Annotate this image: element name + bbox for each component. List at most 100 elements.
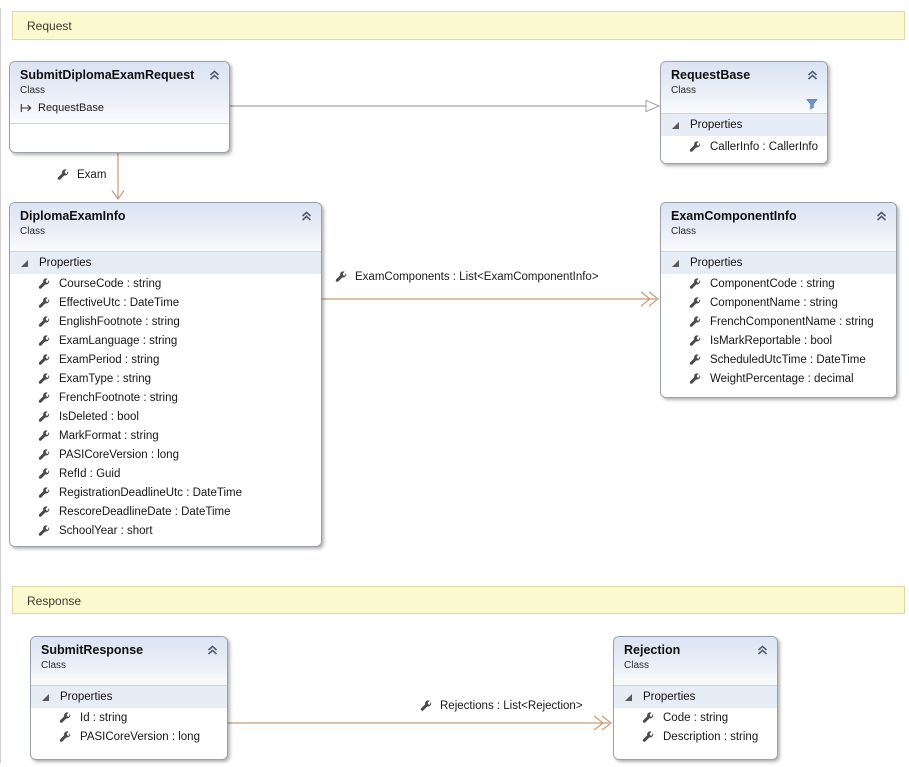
property-row[interactable]: PASICoreVersion : long	[10, 445, 321, 464]
property-row[interactable]: Code : string	[614, 708, 777, 727]
wrench-icon	[38, 297, 50, 309]
property-label: ExamLanguage : string	[59, 334, 178, 347]
property-row[interactable]: FrenchComponentName : string	[661, 312, 896, 331]
property-row[interactable]: SchoolYear : short	[10, 521, 321, 540]
properties-section-header[interactable]: Properties	[10, 252, 321, 274]
property-row[interactable]: ExamLanguage : string	[10, 331, 321, 350]
property-row[interactable]: RefId : Guid	[10, 464, 321, 483]
properties-section-header[interactable]: Properties	[614, 686, 777, 708]
property-label: SchoolYear : short	[59, 524, 153, 537]
property-row[interactable]: CallerInfo : CallerInfo	[661, 136, 827, 157]
collapse-chevron-icon[interactable]	[208, 69, 221, 81]
base-type-row[interactable]: RequestBase	[20, 102, 221, 114]
class-kind: Class	[41, 660, 67, 671]
wrench-icon	[38, 335, 50, 347]
class-title: RequestBase	[671, 68, 751, 82]
properties-section-header[interactable]: Properties	[31, 686, 227, 708]
property-label: ExamPeriod : string	[59, 353, 160, 366]
class-kind: Class	[20, 85, 46, 96]
expander-icon[interactable]	[624, 693, 633, 702]
property-row[interactable]: EnglishFootnote : string	[10, 312, 321, 331]
property-label: ExamType : string	[59, 372, 152, 385]
diagram-left-edge	[0, 8, 1, 763]
class-body: Properties Code : string Description : s…	[614, 685, 777, 759]
association-label-text: ExamComponents : List<ExamComponentInfo>	[355, 271, 599, 283]
class-submitdiplomaexamrequest[interactable]: SubmitDiplomaExamRequest Class RequestBa…	[9, 61, 230, 153]
property-row[interactable]: ComponentCode : string	[661, 274, 896, 293]
expander-icon[interactable]	[20, 259, 29, 268]
group-band-response[interactable]: Response	[12, 586, 905, 614]
class-examcomponentinfo[interactable]: ExamComponentInfo Class Properties Compo…	[660, 202, 897, 398]
property-row[interactable]: IsDeleted : bool	[10, 407, 321, 426]
filter-icon[interactable]	[806, 98, 818, 110]
collapse-chevron-icon[interactable]	[875, 210, 888, 222]
property-row[interactable]: Description : string	[614, 727, 777, 746]
collapse-chevron-icon[interactable]	[300, 210, 313, 222]
property-row[interactable]: ScheduledUtcTime : DateTime	[661, 350, 896, 369]
properties-section-header[interactable]: Properties	[661, 114, 827, 136]
class-diplomaexaminfo[interactable]: DiplomaExamInfo Class Properties CourseC…	[9, 202, 322, 547]
class-kind: Class	[671, 226, 697, 237]
property-label: ComponentName : string	[710, 296, 838, 309]
group-label: Response	[27, 594, 82, 608]
wrench-icon	[38, 411, 50, 423]
wrench-icon	[38, 392, 50, 404]
class-requestbase[interactable]: RequestBase Class Properties CallerInfo …	[660, 61, 828, 164]
property-row[interactable]: FrenchFootnote : string	[10, 388, 321, 407]
property-label: Code : string	[663, 711, 729, 724]
property-label: FrenchFootnote : string	[59, 391, 178, 404]
class-title: Rejection	[624, 643, 681, 657]
wrench-icon	[38, 373, 50, 385]
class-title: SubmitResponse	[41, 643, 144, 657]
property-row[interactable]: EffectiveUtc : DateTime	[10, 293, 321, 312]
property-label: IsMarkReportable : bool	[710, 334, 833, 347]
property-row[interactable]: PASICoreVersion : long	[31, 727, 227, 746]
property-row[interactable]: ComponentName : string	[661, 293, 896, 312]
group-band-request[interactable]: Request	[12, 11, 905, 40]
wrench-icon	[38, 316, 50, 328]
class-header: SubmitDiplomaExamRequest Class RequestBa…	[10, 62, 229, 123]
connector-inheritance-requestbase[interactable]	[230, 99, 661, 113]
property-label: EnglishFootnote : string	[59, 315, 180, 328]
property-label: PASICoreVersion : long	[80, 730, 200, 743]
association-label-examcomponents[interactable]: ExamComponents : List<ExamComponentInfo>	[335, 271, 599, 283]
expander-icon[interactable]	[671, 259, 680, 268]
collapse-chevron-icon[interactable]	[206, 644, 219, 656]
expander-icon[interactable]	[41, 693, 50, 702]
properties-section-header[interactable]: Properties	[661, 252, 896, 274]
wrench-icon	[689, 316, 701, 328]
inherits-arrow-icon	[20, 103, 33, 113]
class-submitresponse[interactable]: SubmitResponse Class Properties Id : str…	[30, 636, 228, 760]
property-row[interactable]: RescoreDeadlineDate : DateTime	[10, 502, 321, 521]
property-row[interactable]: RegistrationDeadlineUtc : DateTime	[10, 483, 321, 502]
wrench-icon	[38, 430, 50, 442]
property-label: PASICoreVersion : long	[59, 448, 179, 461]
property-row[interactable]: WeightPercentage : decimal	[661, 369, 896, 388]
property-row[interactable]: MarkFormat : string	[10, 426, 321, 445]
connector-association-examcomponents[interactable]	[322, 291, 659, 307]
section-label: Properties	[690, 257, 743, 269]
property-row[interactable]: Id : string	[31, 708, 227, 727]
expander-icon[interactable]	[671, 121, 680, 130]
class-rejection[interactable]: Rejection Class Properties Code : string…	[613, 636, 778, 760]
wrench-icon	[59, 712, 71, 724]
connector-association-rejections[interactable]	[228, 715, 612, 731]
section-label: Properties	[60, 691, 113, 703]
wrench-icon	[38, 468, 50, 480]
collapse-chevron-icon[interactable]	[756, 644, 769, 656]
property-row[interactable]: IsMarkReportable : bool	[661, 331, 896, 350]
section-label: Properties	[643, 691, 696, 703]
property-row[interactable]: ExamPeriod : string	[10, 350, 321, 369]
association-label-exam[interactable]: Exam	[57, 169, 106, 181]
property-label: MarkFormat : string	[59, 429, 159, 442]
property-row[interactable]: CourseCode : string	[10, 274, 321, 293]
class-body: Properties ComponentCode : string Compon…	[661, 251, 896, 397]
property-label: ComponentCode : string	[710, 277, 835, 290]
property-row[interactable]: ExamType : string	[10, 369, 321, 388]
connector-association-exam[interactable]	[111, 153, 125, 201]
property-label: WeightPercentage : decimal	[710, 372, 854, 385]
association-label-rejections[interactable]: Rejections : List<Rejection>	[420, 700, 583, 712]
collapse-chevron-icon[interactable]	[806, 69, 819, 81]
class-header: ExamComponentInfo Class	[661, 203, 896, 251]
wrench-icon	[642, 731, 654, 743]
